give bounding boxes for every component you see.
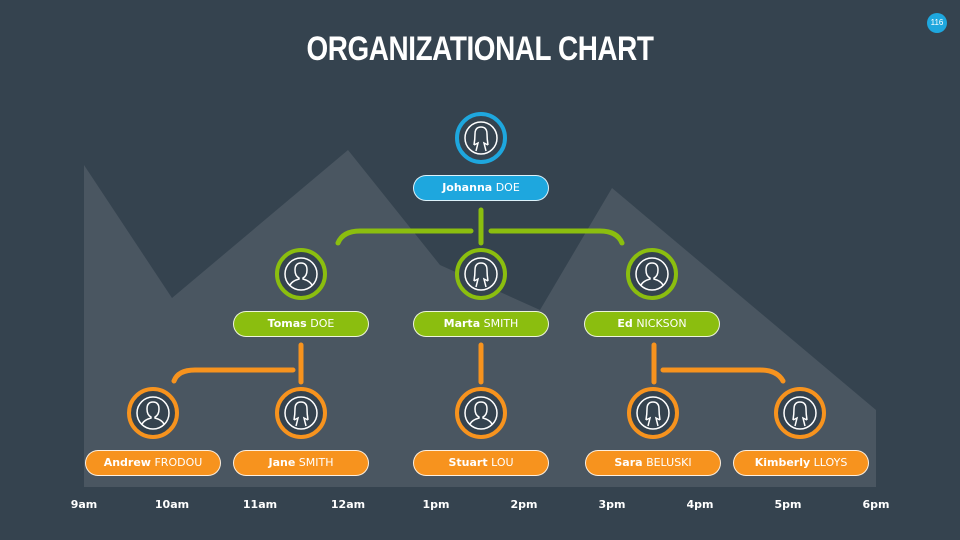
avatar-kimberly-lloys[interactable]	[774, 387, 826, 439]
avatar-sara-beluski[interactable]	[627, 387, 679, 439]
time-label: 1pm	[422, 498, 450, 511]
time-label: 3pm	[598, 498, 626, 511]
time-label: 11am	[242, 498, 278, 511]
avatar-jane-smith[interactable]	[275, 387, 327, 439]
first-name: Kimberly	[754, 456, 811, 469]
avatar-tomas-doe[interactable]	[275, 248, 327, 300]
time-label: 5pm	[774, 498, 802, 511]
first-name: Ed	[617, 317, 633, 330]
green-connectors	[335, 207, 625, 246]
last-name: LLOYS	[813, 456, 848, 469]
last-name: NICKSON	[636, 317, 687, 330]
time-label: 12am	[330, 498, 366, 511]
node-label-tomas-doe[interactable]: Tomas DOE	[233, 311, 369, 337]
time-label: 2pm	[510, 498, 538, 511]
node-label-andrew-frodou[interactable]: Andrew FRODOU	[85, 450, 221, 476]
first-name: Tomas	[267, 317, 307, 330]
last-name: SMITH	[483, 317, 519, 330]
orange-connectors	[171, 342, 786, 385]
female-user-icon	[284, 396, 318, 430]
last-name: DOE	[495, 181, 520, 194]
first-name: Sara	[614, 456, 643, 469]
male-user-icon	[136, 396, 170, 430]
first-name: Stuart	[448, 456, 488, 469]
last-name: SMITH	[298, 456, 334, 469]
last-name: LOU	[491, 456, 514, 469]
time-label: 10am	[154, 498, 190, 511]
node-label-johanna-doe[interactable]: Johanna DOE	[413, 175, 549, 201]
last-name: DOE	[310, 317, 335, 330]
male-user-icon	[635, 257, 669, 291]
slide-title: ORGANIZATIONAL CHART	[306, 30, 654, 68]
last-name: BELUSKI	[646, 456, 692, 469]
node-label-marta-smith[interactable]: Marta SMITH	[413, 311, 549, 337]
avatar-stuart-lou[interactable]	[455, 387, 507, 439]
avatar-johanna-doe[interactable]	[455, 112, 507, 164]
page-number-badge: 116	[927, 13, 947, 33]
time-label: 6pm	[862, 498, 890, 511]
male-user-icon	[284, 257, 318, 291]
time-label: 9am	[70, 498, 98, 511]
avatar-ed-nickson[interactable]	[626, 248, 678, 300]
female-user-icon	[636, 396, 670, 430]
avatar-andrew-frodou[interactable]	[127, 387, 179, 439]
first-name: Johanna	[442, 181, 493, 194]
female-user-icon	[783, 396, 817, 430]
avatar-marta-smith[interactable]	[455, 248, 507, 300]
node-label-sara-beluski[interactable]: Sara BELUSKI	[585, 450, 721, 476]
time-label: 4pm	[686, 498, 714, 511]
female-user-icon	[464, 257, 498, 291]
female-user-icon	[464, 121, 498, 155]
first-name: Andrew	[103, 456, 151, 469]
last-name: FRODOU	[154, 456, 203, 469]
node-label-kimberly-lloys[interactable]: Kimberly LLOYS	[733, 450, 869, 476]
node-label-jane-smith[interactable]: Jane SMITH	[233, 450, 369, 476]
first-name: Jane	[268, 456, 296, 469]
male-user-icon	[464, 396, 498, 430]
node-label-ed-nickson[interactable]: Ed NICKSON	[584, 311, 720, 337]
node-label-stuart-lou[interactable]: Stuart LOU	[413, 450, 549, 476]
first-name: Marta	[443, 317, 481, 330]
